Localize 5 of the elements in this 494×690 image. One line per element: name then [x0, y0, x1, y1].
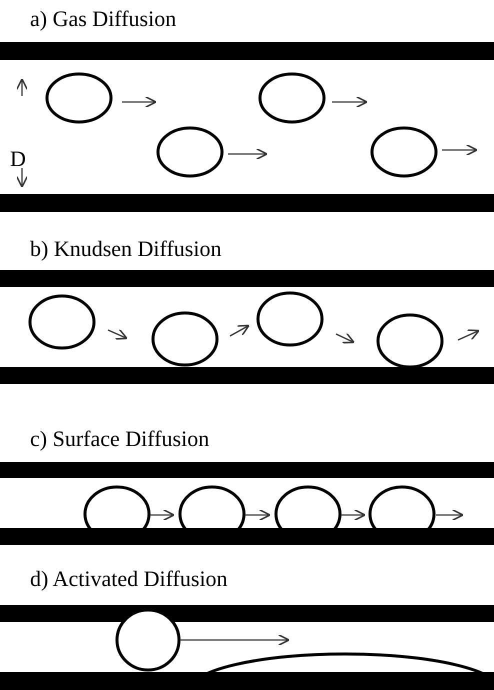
section-title: b) Knudsen Diffusion [30, 236, 222, 262]
section-title: d) Activated Diffusion [30, 566, 228, 592]
dimension-label: D [10, 146, 26, 172]
section-title: a) Gas Diffusion [30, 6, 176, 32]
section-title: c) Surface Diffusion [30, 426, 210, 452]
